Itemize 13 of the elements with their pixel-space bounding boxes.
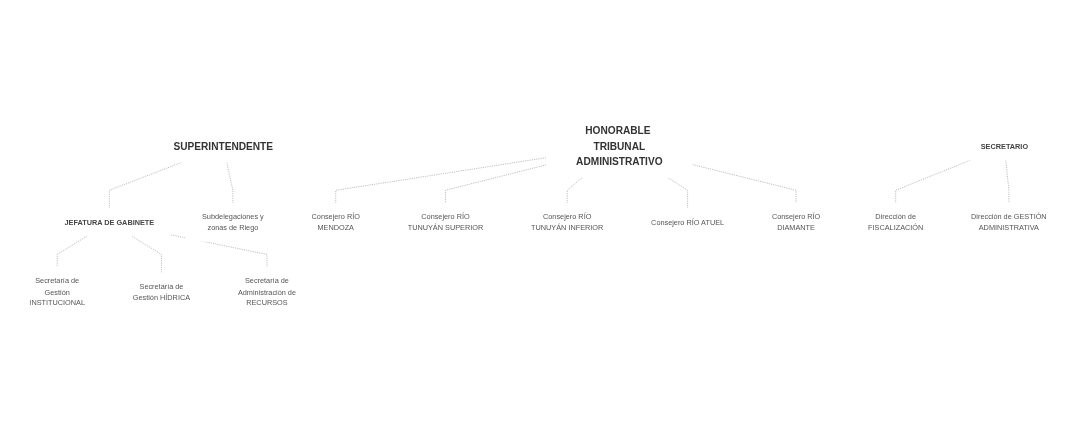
node-text: HONORABLE TRIBUNAL ADMINISTRATIVO [576,125,663,167]
connector [895,160,971,204]
connector [226,162,234,204]
connector [1005,160,1010,204]
connector [131,235,162,273]
connector [335,157,547,204]
connector [566,177,583,204]
node-text: SUPERINTENDENTE [173,140,273,152]
connector [692,164,797,204]
connector [170,234,268,268]
connector [445,164,547,204]
connector [109,162,182,209]
connector [56,235,87,268]
